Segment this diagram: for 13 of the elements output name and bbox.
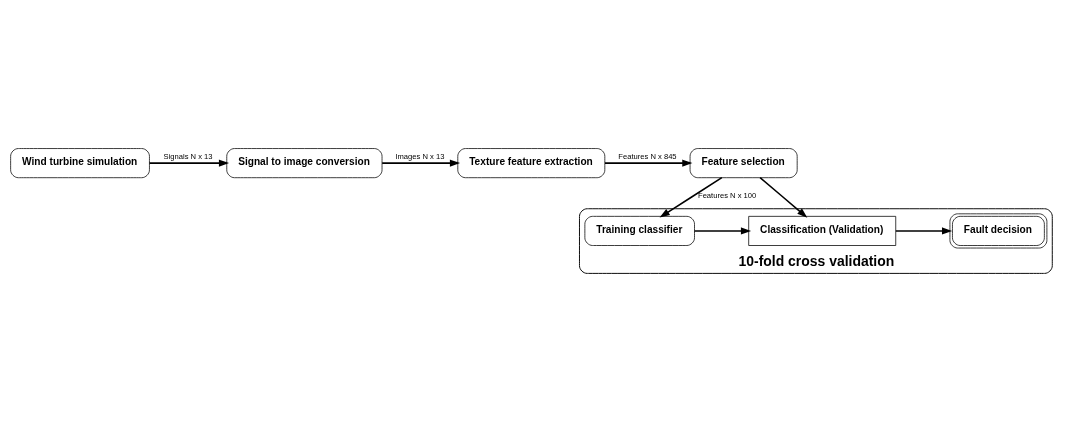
node-box: Feature selection [689, 147, 798, 178]
arrow [895, 226, 953, 234]
arrow [381, 159, 461, 167]
node-box: Classification (Validation) [748, 215, 897, 246]
node-box: Training classifier [584, 215, 695, 246]
node-box: Texture feature extraction [457, 147, 606, 178]
arrow [759, 176, 808, 218]
arrow [148, 159, 230, 167]
arrow [693, 226, 752, 234]
node-box: Signal to image conversion [226, 147, 383, 178]
arrow [659, 176, 723, 218]
arrow [604, 159, 693, 167]
node-box: Wind turbine simulation [10, 147, 150, 178]
